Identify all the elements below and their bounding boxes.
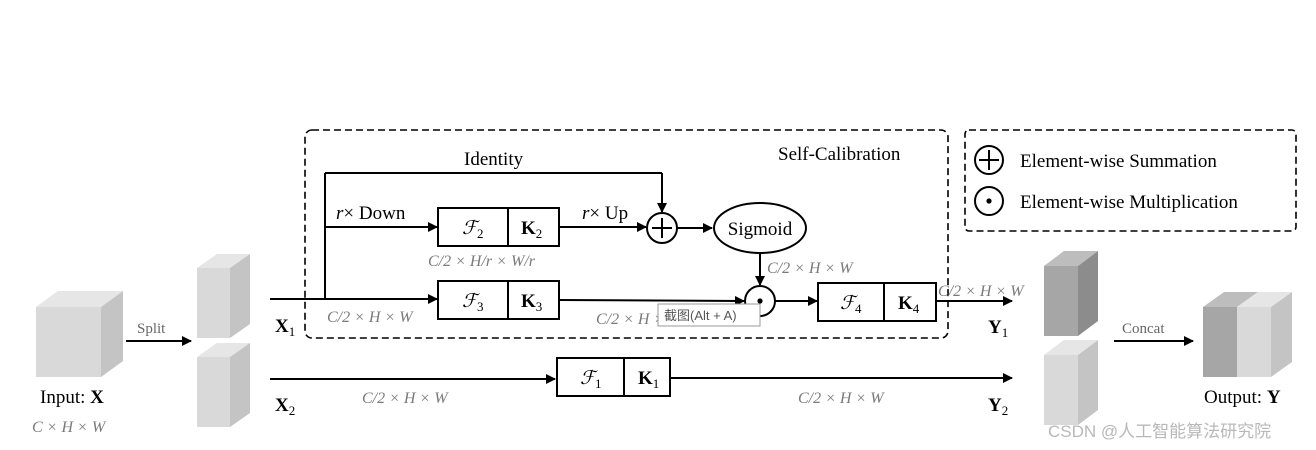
x2-dims: C/2 × H × W	[362, 390, 449, 407]
f1-out-dims: C/2 × H × W	[798, 390, 885, 407]
x2-label: X2	[275, 395, 295, 418]
legend-box	[964, 129, 1297, 232]
mul-symbol-icon	[974, 186, 1004, 216]
input-cube	[36, 291, 123, 377]
y1-label: Y1	[988, 317, 1008, 340]
output-label: Output: Y	[1204, 387, 1281, 408]
down-label: r× Down	[336, 203, 406, 224]
svg-text:K3: K3	[521, 291, 542, 314]
sigmoid-label: Sigmoid	[728, 219, 793, 240]
split-label: Split	[137, 321, 166, 337]
sum-node-icon	[646, 212, 678, 244]
svg-text:截图(Alt + A): 截图(Alt + A)	[664, 308, 737, 323]
svg-text:K1: K1	[638, 368, 659, 391]
f4-k4-block: ℱ4 K4	[817, 282, 937, 322]
up-label: r× Up	[582, 203, 628, 224]
x1-dims: C/2 × H × W	[327, 309, 414, 326]
x1-label: X1	[275, 316, 295, 339]
legend-mul-label: Element-wise Multiplication	[1020, 192, 1238, 213]
f1-k1-block: ℱ1 K1	[556, 357, 671, 397]
screenshot-tooltip: 截图(Alt + A)	[657, 303, 761, 327]
svg-text:ℱ2: ℱ2	[462, 218, 483, 241]
csdn-watermark: CSDN @人工智能算法研究院	[1048, 422, 1271, 441]
input-label: Input: X	[40, 387, 104, 408]
f3-k3-block: ℱ3 K3	[437, 280, 560, 320]
svg-text:ℱ3: ℱ3	[462, 291, 483, 314]
concat-label: Concat	[1122, 321, 1165, 337]
f3-to-mul-arrow	[558, 295, 745, 306]
split-cube-bottom	[197, 343, 250, 427]
f2-k2-block: ℱ2 K2	[437, 207, 560, 247]
identity-label: Identity	[464, 149, 524, 170]
split-cube-top	[197, 254, 250, 338]
svg-text:K4: K4	[898, 293, 920, 316]
svg-text:ℱ1: ℱ1	[580, 368, 601, 391]
svg-text:K2: K2	[521, 218, 542, 241]
svg-text:ℱ4: ℱ4	[840, 293, 862, 316]
y2-cube	[1044, 340, 1098, 425]
input-dims: C × H × W	[32, 419, 107, 436]
sum-symbol-icon	[974, 145, 1004, 175]
y2-label: Y2	[988, 395, 1008, 418]
f4-out-dims: C/2 × H × W	[938, 283, 1025, 300]
output-cube	[1203, 292, 1292, 377]
y1-cube	[1044, 251, 1098, 336]
self-calibration-label: Self-Calibration	[778, 144, 901, 165]
down-dims: C/2 × H/r × W/r	[428, 253, 536, 270]
sigmoid-dims: C/2 × H × W	[767, 260, 854, 277]
self-calibration-region	[304, 129, 949, 339]
legend-sum-label: Element-wise Summation	[1020, 151, 1217, 172]
